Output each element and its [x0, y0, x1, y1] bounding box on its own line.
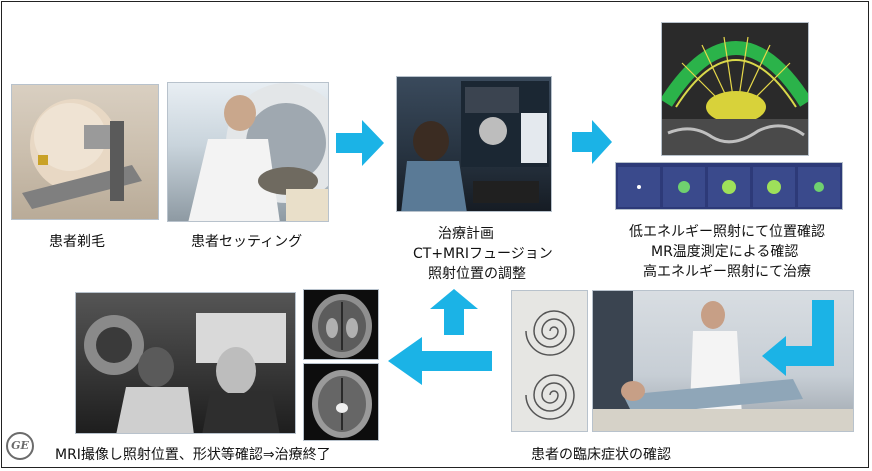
mri-axial-slice-1	[303, 289, 379, 360]
caption-clinical-check: 患者の臨床症状の確認	[531, 447, 671, 463]
mri-axial-slice-2	[303, 363, 379, 441]
patient-setting-photo	[167, 82, 329, 222]
patient-shaving-photo	[11, 84, 159, 220]
mri-thermal-map-photo	[661, 22, 809, 156]
caption-high-energy: 高エネルギー照射にて治療	[643, 264, 811, 280]
arrow-left-icon	[388, 337, 492, 385]
clinical-exam-photo	[592, 290, 854, 432]
caption-planning-adjust: 照射位置の調整	[428, 266, 526, 282]
treatment-planning-photo	[396, 76, 552, 212]
caption-setting: 患者セッティング	[191, 234, 303, 250]
mri-review-photo	[75, 292, 296, 434]
spiral-drawing-test-photo	[511, 290, 588, 432]
arrow-down-left-icon	[762, 300, 834, 376]
arrow-right-2-icon	[572, 120, 612, 164]
arrow-right-1-icon	[336, 120, 384, 166]
arrow-up-icon	[430, 289, 478, 335]
caption-planning-fusion: CT+MRIフュージョン	[413, 246, 553, 262]
caption-shaving: 患者剃毛	[49, 234, 105, 250]
ge-logo: GE	[6, 432, 34, 460]
temperature-map-strip	[615, 162, 843, 210]
caption-planning-title: 治療計画	[438, 226, 494, 242]
caption-low-energy: 低エネルギー照射にて位置確認	[629, 224, 825, 240]
caption-final: MRI撮像し照射位置、形状等確認⇒治療終了	[55, 447, 331, 463]
caption-mr-temp: MR温度測定による確認	[651, 244, 799, 260]
